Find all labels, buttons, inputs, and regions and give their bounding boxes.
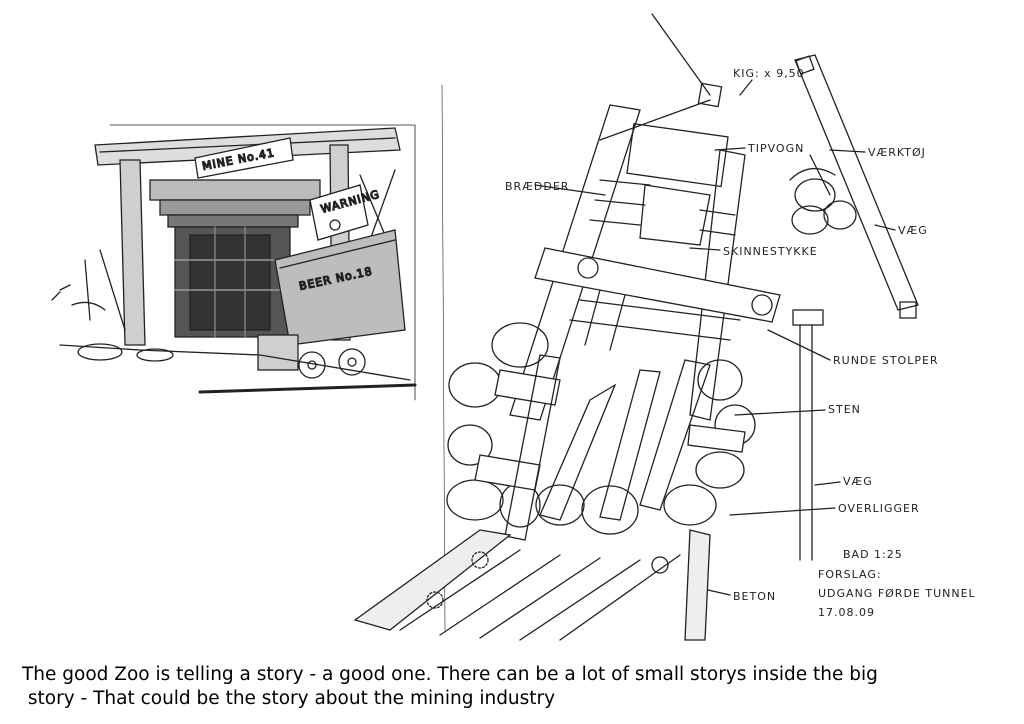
- label-vaeg-top: VÆG: [898, 224, 928, 237]
- sketch-svg: MINE No.41 WARNING BEER No.18: [51, 13, 976, 641]
- label-braedder: BRÆDDER: [505, 180, 569, 193]
- note-date: 17.08.09: [818, 606, 875, 619]
- label-vaerktoj: VÆRKTØJ: [868, 146, 926, 159]
- label-overligger: OVERLIGGER: [838, 502, 920, 515]
- mine-entrance-drawing: MINE No.41 WARNING BEER No.18: [51, 124, 417, 401]
- label-sten: STEN: [828, 403, 861, 416]
- label-beton: BETON: [733, 590, 776, 603]
- caption-line-2: story - That could be the story about th…: [22, 688, 556, 709]
- note-description: UDGANG FØRDE TUNNEL: [818, 587, 976, 600]
- note-forslag: FORSLAG:: [818, 568, 882, 581]
- label-tipvogn: TIPVOGN: [747, 142, 804, 155]
- caption: The good Zoo is telling a story - a good…: [22, 663, 1012, 711]
- label-skinnestykke: SKINNESTYKKE: [723, 245, 818, 258]
- sketch-labels: KIG: x 9,50 TIPVOGN VÆRKTØJ BRÆDDER VÆG …: [505, 67, 939, 603]
- label-kig: KIG: x 9,50: [733, 67, 805, 80]
- label-runde-stolper: RUNDE STOLPER: [833, 354, 939, 367]
- sketch-note: BAD 1:25 FORSLAG: UDGANG FØRDE TUNNEL 17…: [818, 548, 976, 619]
- tunnel-exit-drawing: [353, 13, 919, 641]
- note-scale: BAD 1:25: [843, 548, 903, 561]
- sketch-area: MINE No.41 WARNING BEER No.18: [51, 13, 976, 641]
- caption-line-1: The good Zoo is telling a story - a good…: [22, 664, 878, 685]
- label-vaeg: VÆG: [843, 475, 873, 488]
